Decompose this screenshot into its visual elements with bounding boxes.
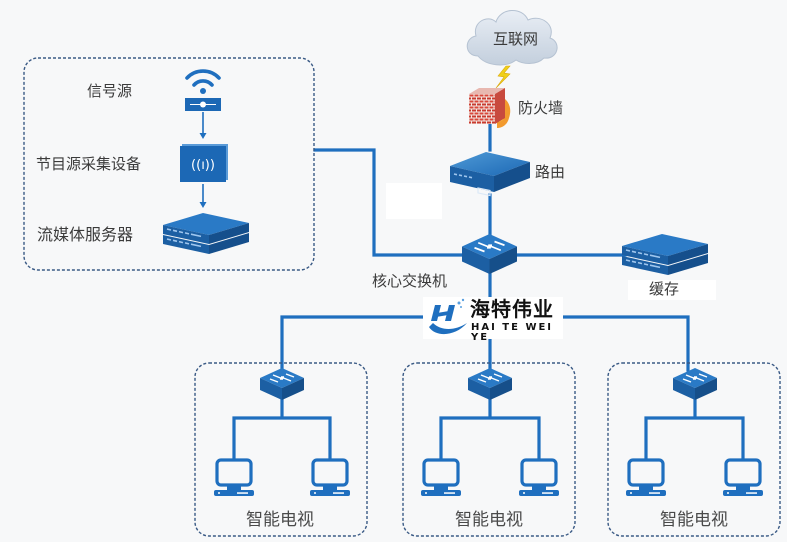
wifi-signal-icon [185, 69, 221, 111]
router-icon [450, 152, 530, 197]
company-logo: 海特伟业 HAI TE WEI YE [423, 297, 563, 343]
source-group-box [23, 57, 315, 271]
tv-group-label: 智能电视 [455, 510, 523, 530]
firewall-icon [469, 88, 511, 128]
cloud-icon [466, 10, 558, 66]
core-switch-label: 核心交换机 [372, 272, 448, 290]
white-patch [628, 280, 716, 300]
core-switch-icon [461, 233, 518, 275]
arrow-down-icon [199, 112, 207, 139]
logo-english-text: HAI TE WEI YE [471, 322, 554, 343]
tv-group-box [607, 362, 781, 537]
tv-group-box [194, 362, 368, 537]
server-icon [162, 212, 250, 255]
svg-text:((ı)): ((ı)) [191, 158, 215, 173]
ht-logo-icon [429, 298, 467, 335]
tv-group-box [402, 362, 576, 537]
white-patch [386, 183, 442, 219]
lightning-icon [495, 65, 511, 89]
tv-group-2 [402, 362, 576, 537]
firewall-label: 防火墙 [518, 99, 564, 117]
switch-icon [259, 367, 305, 401]
monitor-icon [721, 458, 765, 498]
router-label: 路由 [535, 163, 566, 181]
monitor-icon [624, 458, 668, 498]
tv-group-label: 智能电视 [660, 510, 728, 530]
arrow-down-icon [199, 184, 207, 208]
cache-server-icon [621, 233, 709, 276]
monitor-icon [517, 458, 561, 498]
monitor-icon [308, 458, 352, 498]
tv-group-label: 智能电视 [246, 510, 314, 530]
connection-lines [280, 121, 690, 372]
tv-group-1 [194, 362, 368, 537]
monitor-icon [212, 458, 256, 498]
streaming-server-label: 流媒体服务器 [37, 225, 134, 244]
cache-label: 缓存 [649, 280, 680, 298]
source-core-link [313, 148, 467, 257]
logo-chinese-text: 海特伟业 [470, 297, 554, 321]
antenna-device-icon: ((ı)) [180, 144, 228, 182]
monitor-icon [419, 458, 463, 498]
switch-icon [467, 367, 513, 401]
core-left-group-link [280, 315, 427, 372]
core-right-group-link [560, 315, 690, 372]
signal-source-label: 信号源 [87, 82, 133, 100]
internet-label: 互联网 [493, 30, 539, 48]
tv-group-3 [607, 362, 781, 537]
switch-icon [672, 367, 718, 401]
capture-device-label: 节目源采集设备 [36, 155, 142, 173]
